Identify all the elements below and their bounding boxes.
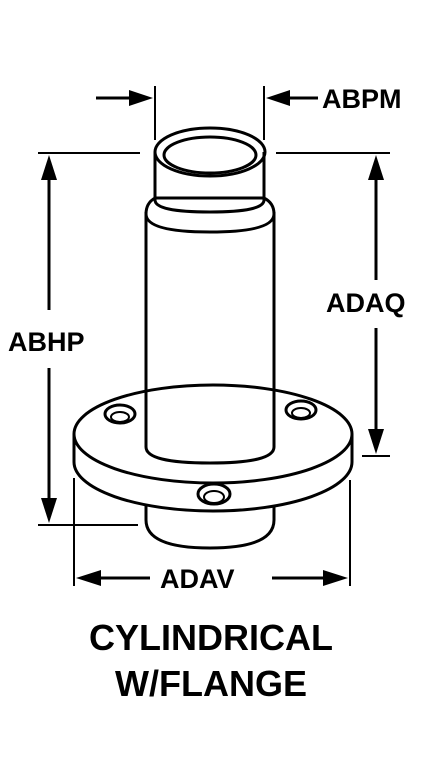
flange-hole-right-inner [291,407,311,419]
abpm-arrow-left [129,90,153,106]
abpm-arrow-right [266,90,290,106]
caption-line-1: CYLINDRICAL [89,617,333,658]
flange-hole-front [196,482,232,506]
abhp-arrow-bottom [41,498,57,523]
adaq-arrow-bottom [368,429,384,454]
adaq-label: ADAQ [326,288,406,318]
adav-label: ADAV [160,564,235,594]
caption-line-2: W/FLANGE [115,663,307,704]
abpm-label: ABPM [322,84,402,114]
adav-arrow-left [76,570,101,586]
flange-edge [72,434,354,513]
flange-top-face [72,383,354,485]
flange-hole-left-inner [110,411,130,423]
lower-tube [144,212,276,465]
abhp-label: ABHP [8,327,85,357]
flange-hole-right [284,399,318,421]
upper-tube [153,152,266,214]
tube-shoulder [144,196,276,234]
tube-top-inner [162,135,258,175]
flange-hole-front-inner [203,490,225,504]
dimension-adaq: ADAQ [276,152,406,457]
bottom-boss [144,505,276,550]
adaq-arrow-top [368,155,384,180]
dimension-adav: ADAV [73,478,351,594]
cylindrical-flange-part [72,126,354,550]
adav-arrow-right [323,570,348,586]
dimension-abhp: ABHP [8,152,140,526]
flange-hole-left [103,403,137,425]
abhp-arrow-top [41,155,57,180]
tube-top-outer [153,126,267,178]
dimension-abpm: ABPM [96,84,402,140]
